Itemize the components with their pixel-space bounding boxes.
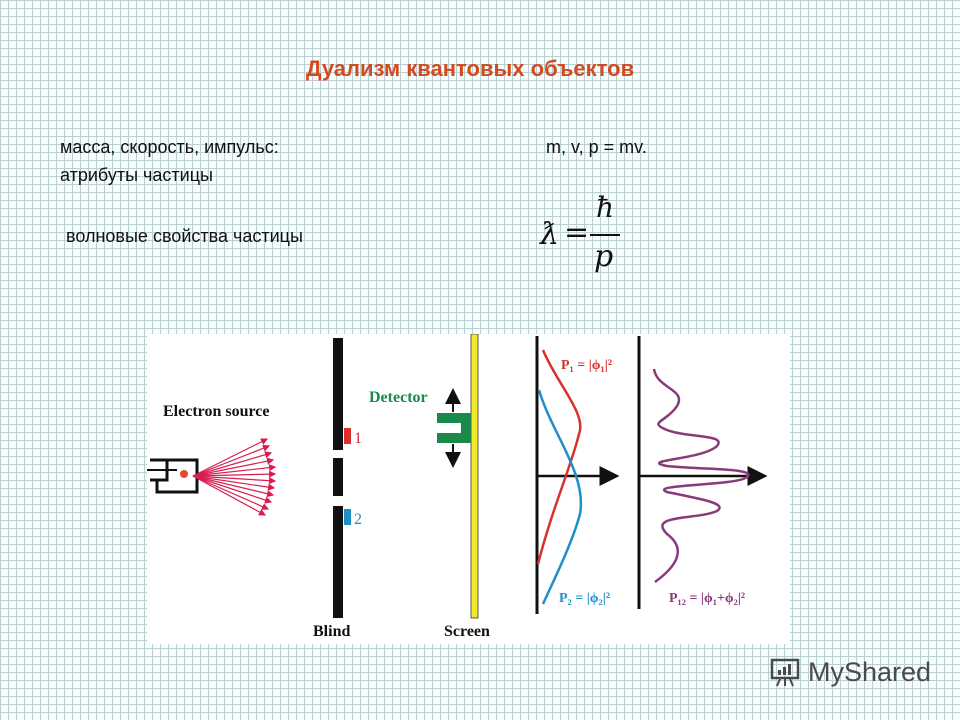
blind-lower [333, 506, 343, 618]
momentum-formula: m, v, p = mv. [546, 137, 647, 157]
slit1-label: 1 [354, 430, 362, 447]
equals-sign: = [564, 215, 590, 250]
electron-rays [192, 438, 277, 516]
h-bar: ħ [596, 191, 615, 224]
blind-label: Blind [313, 623, 350, 640]
double-slit-figure: Electron source 1 2 Blind Detector [147, 334, 790, 644]
momentum-p: p [594, 239, 614, 274]
slit2-marker [344, 509, 351, 525]
brand-name: MyShared [808, 656, 932, 687]
particle-attributes-line1: масса, скорость, импульс: [60, 137, 279, 157]
p1-label: P₁ = |ϕ₁|² [561, 358, 612, 373]
p12-label: P₁₂ = |ϕ₁+ϕ₂|² [669, 591, 745, 606]
slit1-marker [344, 428, 351, 444]
slit2-label: 2 [354, 511, 362, 528]
source-label: Electron source [163, 403, 270, 420]
myshared-watermark: MyShared [768, 656, 931, 688]
wave-properties-text: волновые свойства частицы [66, 226, 303, 246]
detector-icon [437, 413, 471, 443]
screen-bar [470, 334, 479, 619]
blind-upper [333, 338, 343, 450]
p12-interference-curve [652, 368, 750, 584]
electron-gun-icon [150, 458, 199, 494]
blind-middle [333, 458, 343, 496]
slide-title: Дуализм квантовых объектов [305, 56, 635, 81]
lambda-bar: ƛ [540, 217, 560, 252]
p2-label: P₂ = |ϕ₂|² [559, 591, 610, 606]
screen-label: Screen [444, 623, 490, 640]
double-slit-diagram: Electron source 1 2 Blind Detector [147, 334, 768, 640]
fraction-bar [590, 234, 620, 236]
presentation-board-icon [770, 658, 800, 687]
particle-attributes-line2: атрибуты частицы [60, 165, 213, 185]
p1-curve [536, 349, 582, 565]
p2-curve [537, 389, 583, 605]
detector-label: Detector [369, 389, 428, 406]
